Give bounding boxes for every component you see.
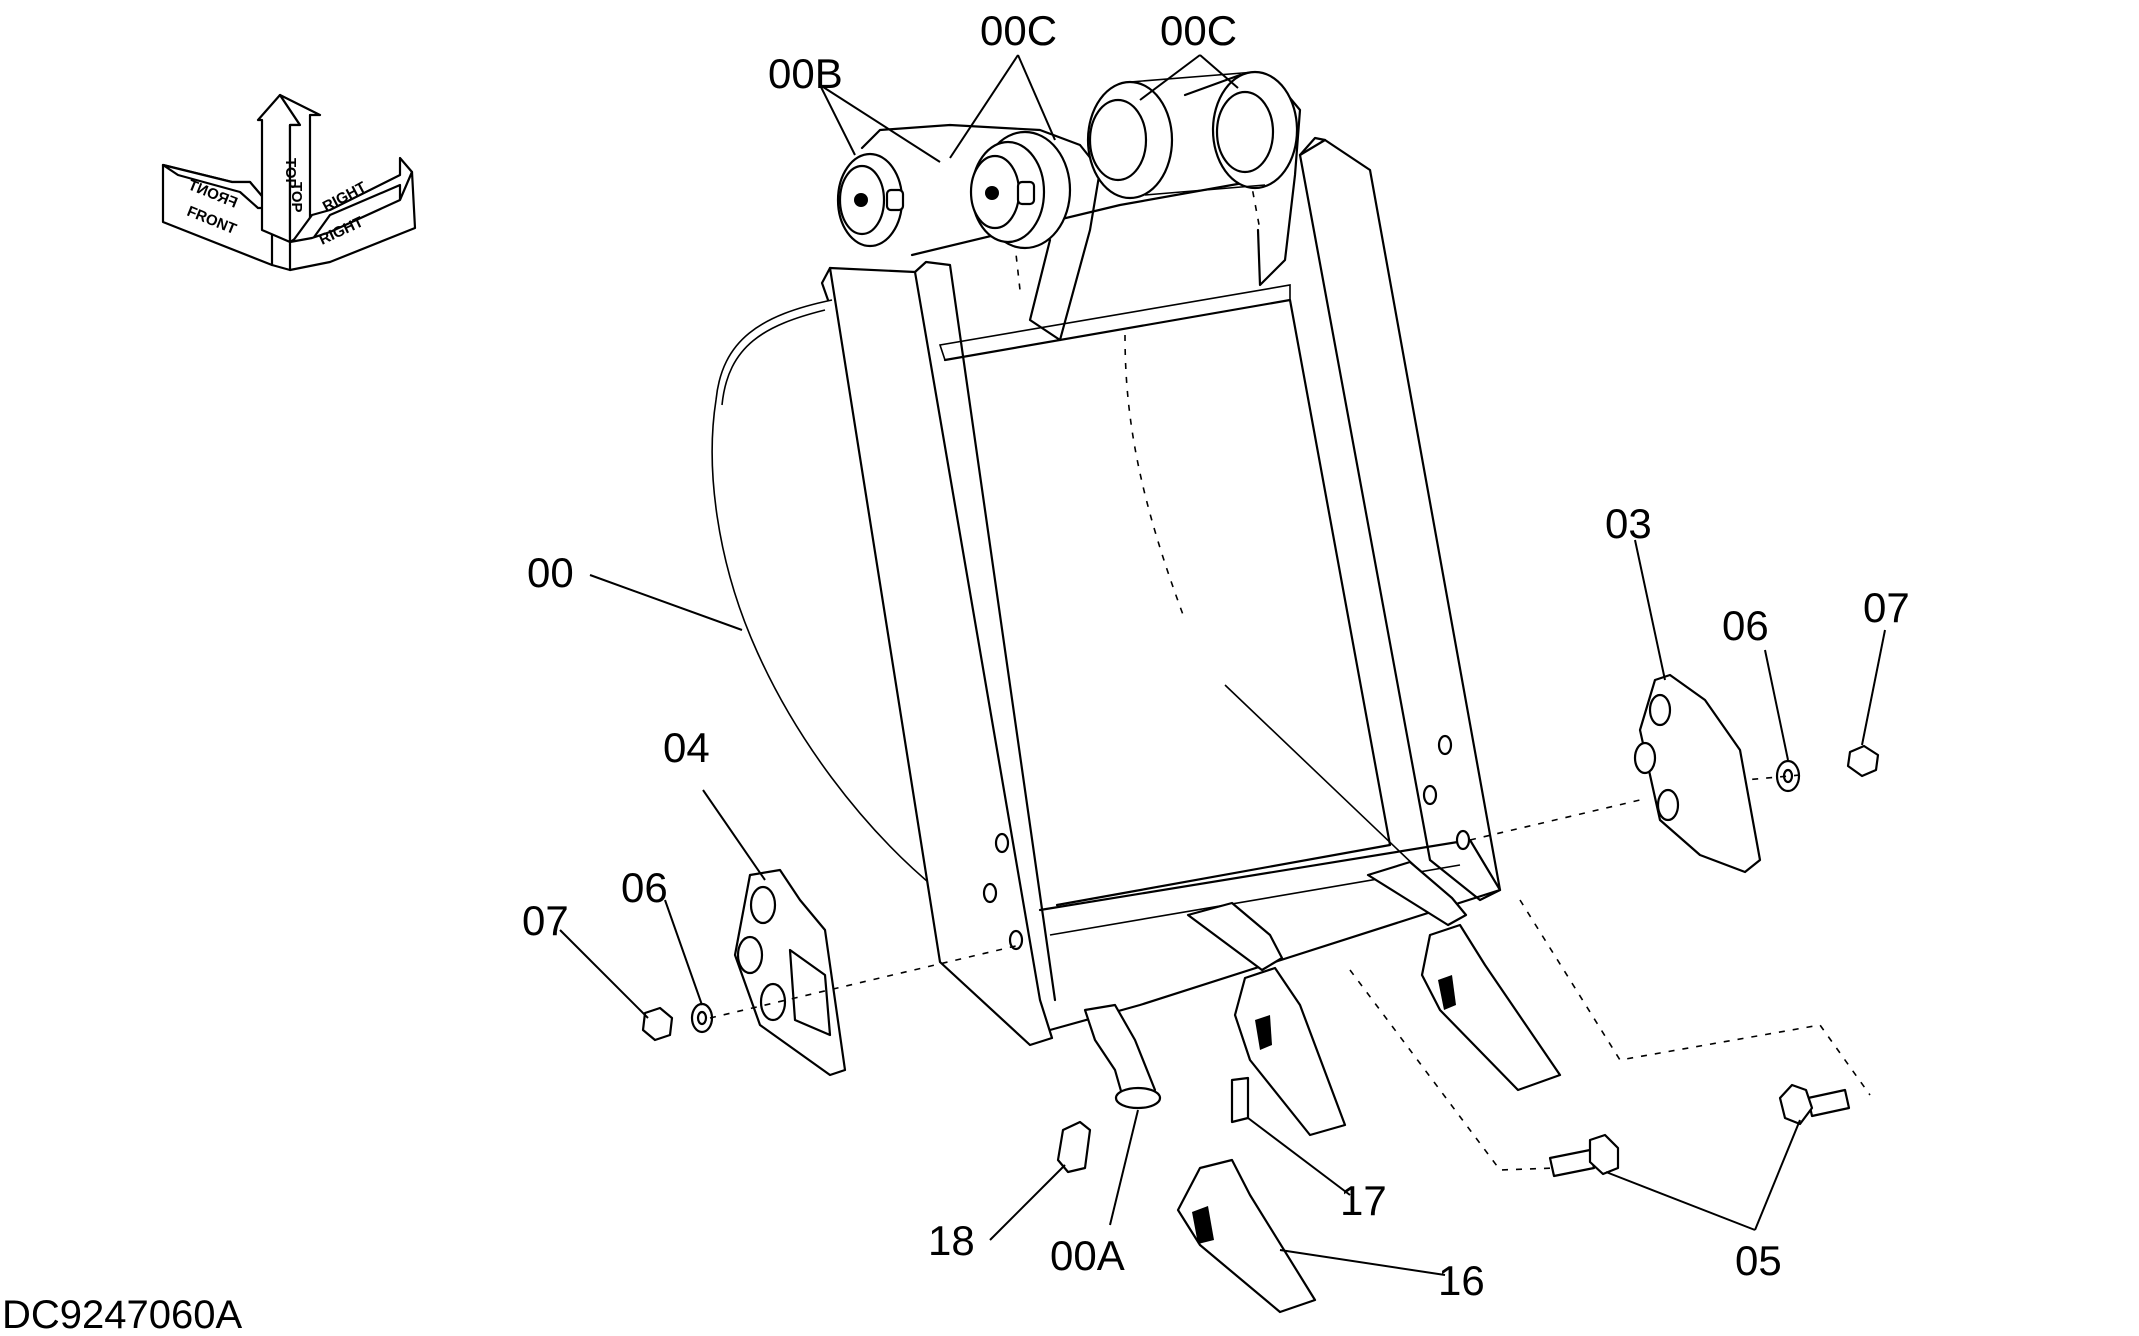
bucket-body (711, 136, 1502, 1047)
side-cutter-left (733, 868, 847, 1077)
callout-05: 05 (1735, 1237, 1782, 1284)
callout-00: 00 (527, 549, 574, 596)
orientation-top-label-a: TOP (282, 158, 299, 189)
callout-18: 18 (928, 1217, 975, 1264)
callout-00B: 00B (768, 50, 843, 97)
callout-07-left: 07 (522, 897, 569, 944)
callout-labels: 00 00B 00C 00C 03 06 07 04 06 07 17 05 1… (522, 7, 1910, 1304)
drawing-code: DC9247060A (2, 1293, 242, 1336)
callout-06-left: 06 (621, 864, 668, 911)
callout-04: 04 (663, 724, 710, 771)
hardware-left (641, 1002, 714, 1042)
bolts (1548, 1083, 1851, 1178)
teeth-assembly (1056, 860, 1562, 1314)
mounting-bosses (836, 70, 1302, 342)
callout-00C-right: 00C (1160, 7, 1237, 54)
callout-16: 16 (1438, 1257, 1485, 1304)
callout-06-right: 06 (1722, 602, 1769, 649)
callout-17: 17 (1340, 1177, 1387, 1224)
alignment-lines (709, 774, 1871, 1171)
hardware-right (1775, 744, 1880, 793)
orientation-right-mirrored: RIGHT (320, 179, 369, 216)
orientation-indicator: FRONT FRONT TOP TOP RIGHT RIGHT (161, 93, 417, 272)
callout-07-right: 07 (1863, 584, 1910, 631)
leader-lines (559, 54, 1886, 1276)
callout-00C-left: 00C (980, 7, 1057, 54)
side-cutter-right (1633, 673, 1762, 874)
callout-00A: 00A (1050, 1232, 1125, 1279)
orientation-top-label-b: TOP (288, 182, 305, 213)
callout-03: 03 (1605, 500, 1652, 547)
